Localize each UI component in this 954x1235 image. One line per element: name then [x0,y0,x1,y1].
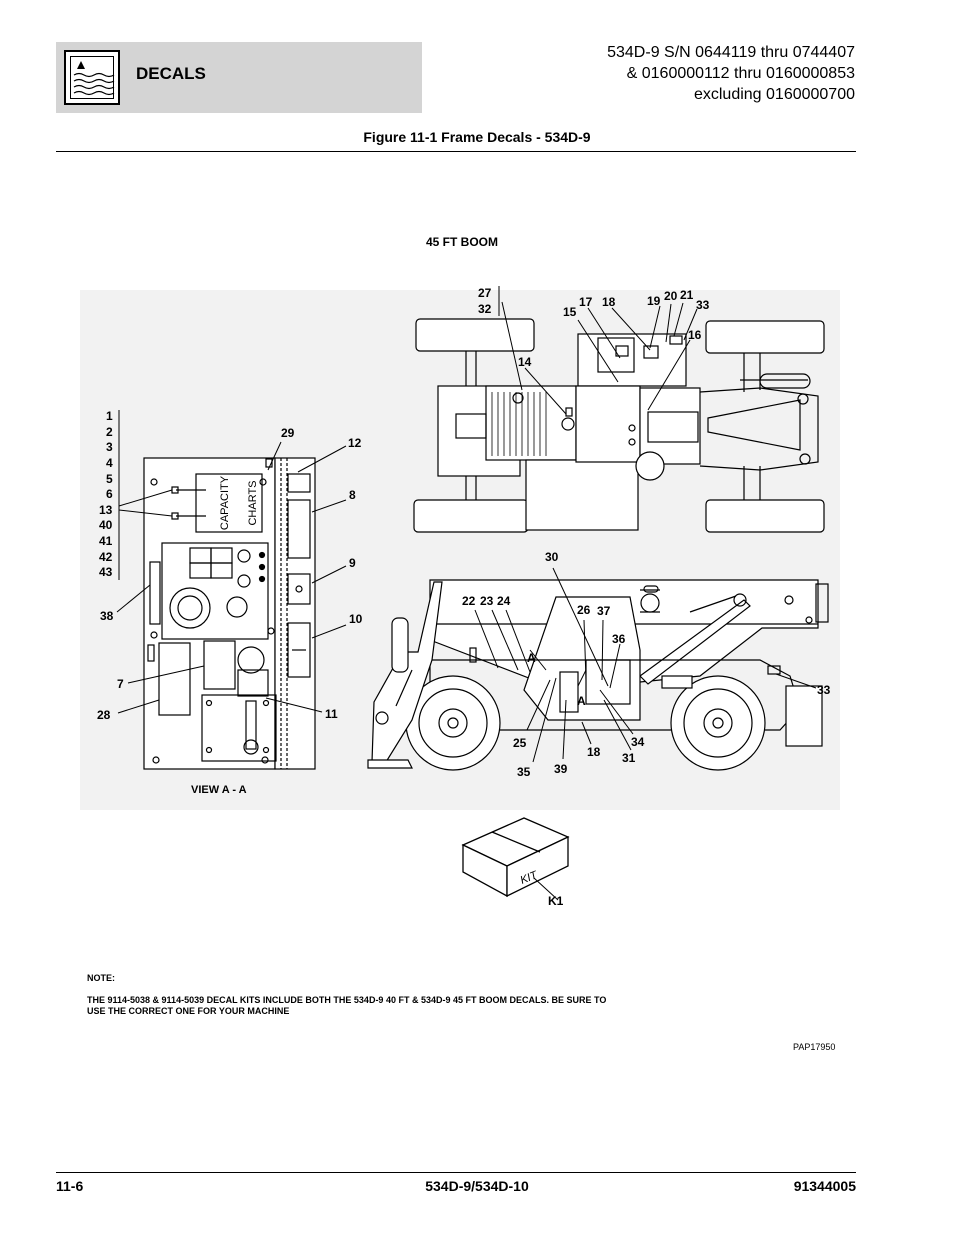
section-title: DECALS [136,64,206,83]
header-rule [56,151,856,152]
callout-36: 36 [612,632,626,646]
callout-10: 10 [349,612,363,626]
callout-k1: K1 [548,894,564,908]
callout-29: 29 [281,426,295,440]
capacity-decal-text: CAPACITY [219,475,231,530]
callout-18-top: 18 [602,295,616,309]
decal-kit-box [461,817,570,898]
callout-38: 38 [100,609,114,623]
section-mark-a-left: A [527,651,536,665]
callout-35: 35 [517,765,531,779]
callout-12: 12 [348,436,362,450]
callout-3: 3 [106,440,113,454]
callout-11: 11 [325,707,338,721]
callout-9: 9 [349,556,356,570]
callout-33-top: 33 [696,298,710,312]
callout-25: 25 [513,736,527,750]
callout-32: 32 [478,302,492,316]
model-line-1: 534D-9 S/N 0644119 thru 0744407 [607,44,855,61]
callout-24: 24 [497,594,511,608]
view-a-a-label: VIEW A - A [191,784,247,796]
page-number: 11-6 [56,1178,84,1194]
callout-28: 28 [97,708,111,722]
charts-decal-text: CHARTS [247,480,259,525]
callout-6: 6 [106,487,113,501]
callout-34: 34 [631,735,645,749]
callout-30: 30 [545,550,559,564]
callout-8: 8 [349,488,356,502]
drawing-id: PAP17950 [793,1042,836,1052]
leader-lines [116,286,817,901]
callout-7: 7 [117,677,124,691]
model-line-2: & 0160000112 thru 0160000853 [626,65,855,82]
view-a-a-panel [143,457,316,770]
callout-15: 15 [563,305,577,319]
footer-rule [56,1172,856,1173]
callout-14: 14 [518,355,532,369]
callout-17: 17 [579,295,593,309]
callout-40: 40 [99,518,113,532]
model-range: 534D-9 S/N 0644119 thru 0744407 & 016000… [607,42,855,105]
callout-31: 31 [622,751,636,765]
callout-37: 37 [597,604,611,618]
callout-16: 16 [688,328,702,342]
figure-title: Figure 11-1 Frame Decals - 534D-9 [363,129,591,145]
callout-labels: 1 2 3 4 5 6 13 40 41 42 43 38 29 12 8 9 … [97,286,831,908]
footer-model: 534D-9/534D-10 [425,1178,529,1194]
machine-top-view [413,318,825,533]
model-line-3: excluding 0160000700 [693,86,855,103]
callout-42: 42 [99,550,113,564]
callout-20: 20 [664,289,678,303]
callout-4: 4 [106,456,113,470]
callout-33-side: 33 [817,683,831,697]
doc-number: 91344005 [793,1178,856,1194]
note-body: THE 9114-5038 & 9114-5039 DECAL KITS INC… [87,995,607,1016]
callout-5: 5 [106,472,113,486]
callout-21: 21 [680,288,694,302]
callout-13: 13 [99,503,113,517]
section-mark-a-right: A [577,694,586,708]
callout-19: 19 [647,294,661,308]
callout-41: 41 [99,534,113,548]
callout-22: 22 [462,594,476,608]
machine-side-view [367,579,829,771]
callout-27: 27 [478,286,492,300]
decal-section-icon [64,50,120,105]
callout-1: 1 [106,409,113,423]
callout-26: 26 [577,603,591,617]
callout-18-side: 18 [587,745,601,759]
callout-23: 23 [480,594,494,608]
note-heading: NOTE: [87,973,115,983]
callout-43: 43 [99,565,113,579]
boom-label: 45 FT BOOM [426,235,499,249]
callout-39: 39 [554,762,568,776]
callout-2: 2 [106,425,113,439]
